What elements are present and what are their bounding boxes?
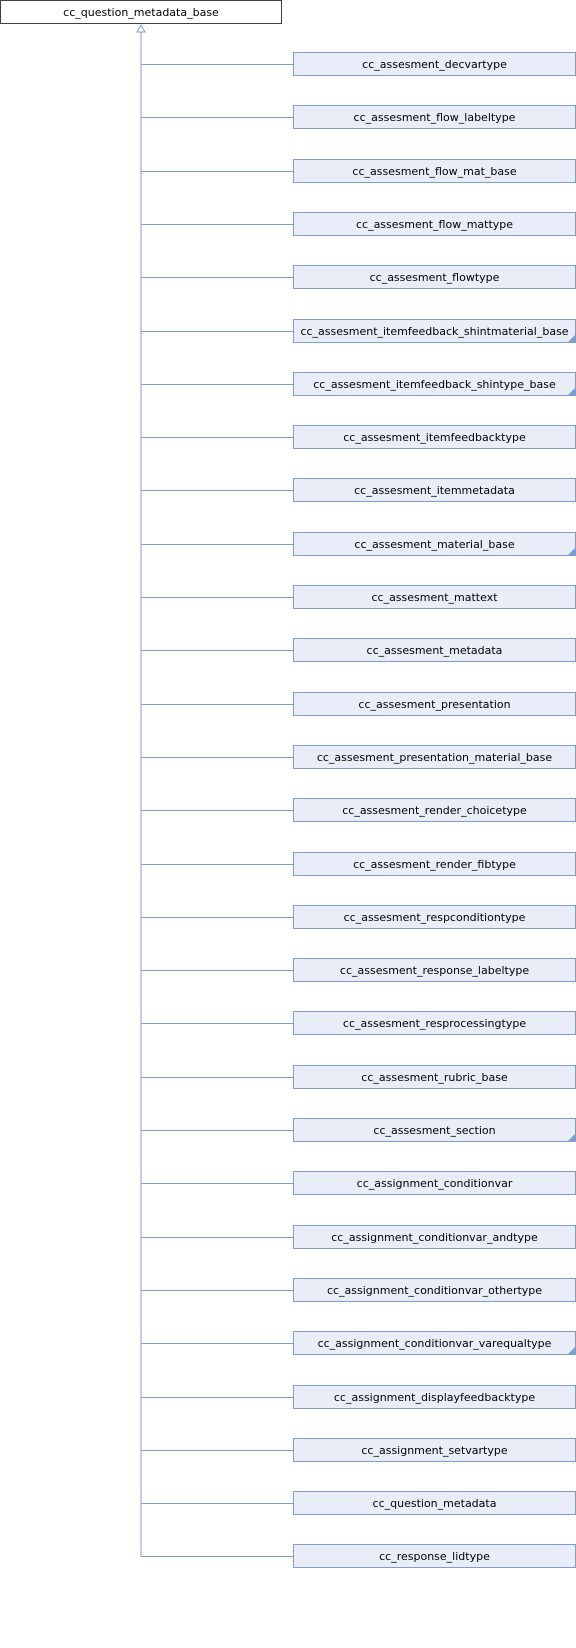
derived-class-label: cc_assignment_conditionvar_varequaltype [317, 1336, 552, 1350]
derived-class-label: cc_assignment_setvartype [361, 1443, 508, 1457]
derived-class-label: cc_assesment_metadata [366, 643, 503, 657]
derived-class-node[interactable]: cc_assignment_conditionvar_othertype [293, 1278, 576, 1302]
derived-class-label: cc_assesment_section [373, 1123, 496, 1137]
base-class-label: cc_question_metadata_base [63, 5, 219, 19]
derived-class-node[interactable]: cc_assesment_decvartype [293, 52, 576, 76]
derived-class-node[interactable]: cc_question_metadata [293, 1491, 576, 1515]
derived-class-label: cc_assesment_itemmetadata [354, 483, 515, 497]
derived-class-label: cc_response_lidtype [379, 1549, 490, 1563]
more-subclasses-marker [568, 335, 575, 342]
derived-class-node[interactable]: cc_assesment_flow_mat_base [293, 159, 576, 183]
derived-class-label: cc_assesment_itemfeedback_shintype_base [313, 377, 556, 391]
derived-class-node[interactable]: cc_assesment_respconditiontype [293, 905, 576, 929]
derived-class-node[interactable]: cc_assesment_flow_labeltype [293, 105, 576, 129]
more-subclasses-marker [568, 388, 575, 395]
derived-class-node[interactable]: cc_assignment_setvartype [293, 1438, 576, 1462]
derived-class-node[interactable]: cc_assesment_itemfeedback_shintype_base [293, 372, 576, 396]
derived-class-label: cc_assesment_respconditiontype [343, 910, 526, 924]
derived-class-label: cc_assesment_flow_labeltype [353, 110, 516, 124]
derived-class-node[interactable]: cc_assesment_presentation [293, 692, 576, 716]
derived-class-node[interactable]: cc_assesment_itemmetadata [293, 478, 576, 502]
derived-class-node[interactable]: cc_assesment_section [293, 1118, 576, 1142]
derived-class-label: cc_assesment_material_base [354, 537, 515, 551]
more-subclasses-marker [568, 1134, 575, 1141]
derived-class-label: cc_assignment_conditionvar_andtype [331, 1230, 538, 1244]
derived-class-label: cc_assesment_mattext [371, 590, 498, 604]
derived-class-node[interactable]: cc_assesment_presentation_material_base [293, 745, 576, 769]
derived-class-node[interactable]: cc_assesment_flowtype [293, 265, 576, 289]
derived-class-label: cc_assesment_decvartype [362, 57, 507, 71]
derived-class-node[interactable]: cc_assignment_conditionvar_andtype [293, 1225, 576, 1249]
derived-class-node[interactable]: cc_assesment_render_choicetype [293, 798, 576, 822]
derived-class-label: cc_assesment_resprocessingtype [342, 1016, 527, 1030]
derived-class-label: cc_assignment_displayfeedbacktype [333, 1390, 536, 1404]
derived-class-label: cc_assesment_rubric_base [361, 1070, 508, 1084]
more-subclasses-marker [568, 1347, 575, 1354]
more-subclasses-marker [568, 548, 575, 555]
base-class-node[interactable]: cc_question_metadata_base [0, 0, 282, 24]
derived-class-node[interactable]: cc_assesment_material_base [293, 532, 576, 556]
derived-class-node[interactable]: cc_assesment_metadata [293, 638, 576, 662]
derived-class-node[interactable]: cc_assesment_response_labeltype [293, 958, 576, 982]
derived-class-label: cc_assesment_presentation [358, 697, 511, 711]
derived-class-node[interactable]: cc_assesment_mattext [293, 585, 576, 609]
derived-class-node[interactable]: cc_assesment_render_fibtype [293, 852, 576, 876]
derived-class-node[interactable]: cc_assignment_conditionvar_varequaltype [293, 1331, 576, 1355]
derived-class-label: cc_assignment_conditionvar [356, 1176, 513, 1190]
derived-class-node[interactable]: cc_assesment_itemfeedback_shintmaterial_… [293, 319, 576, 343]
derived-class-node[interactable]: cc_assesment_resprocessingtype [293, 1011, 576, 1035]
derived-class-node[interactable]: cc_assesment_itemfeedbacktype [293, 425, 576, 449]
derived-class-label: cc_assignment_conditionvar_othertype [326, 1283, 543, 1297]
derived-class-node[interactable]: cc_assignment_displayfeedbacktype [293, 1385, 576, 1409]
derived-class-label: cc_assesment_itemfeedbacktype [343, 430, 526, 444]
inheritance-arrowhead [136, 23, 146, 33]
derived-class-node[interactable]: cc_assignment_conditionvar [293, 1171, 576, 1195]
derived-class-label: cc_question_metadata [372, 1496, 497, 1510]
derived-class-label: cc_assesment_flow_mat_base [352, 164, 517, 178]
derived-class-label: cc_assesment_response_labeltype [339, 963, 530, 977]
derived-class-node[interactable]: cc_response_lidtype [293, 1544, 576, 1568]
derived-class-label: cc_assesment_presentation_material_base [316, 750, 553, 764]
derived-class-label: cc_assesment_render_fibtype [353, 857, 516, 871]
derived-class-label: cc_assesment_render_choicetype [342, 803, 527, 817]
derived-class-label: cc_assesment_flowtype [369, 270, 500, 284]
derived-class-node[interactable]: cc_assesment_rubric_base [293, 1065, 576, 1089]
derived-class-node[interactable]: cc_assesment_flow_mattype [293, 212, 576, 236]
derived-class-label: cc_assesment_flow_mattype [355, 217, 514, 231]
derived-class-label: cc_assesment_itemfeedback_shintmaterial_… [300, 324, 569, 338]
